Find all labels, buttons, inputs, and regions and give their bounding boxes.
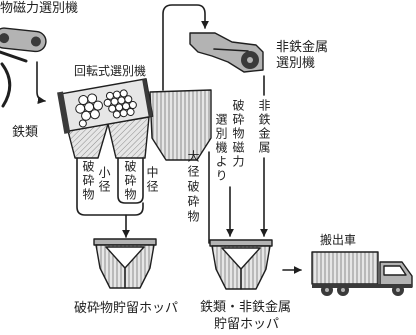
nonferrous-metal-label: 非鉄金属 — [257, 99, 271, 155]
hopper-inner — [105, 246, 145, 269]
truck-cargo-box — [311, 251, 379, 285]
from-magnetic-separator-label-col2: 選別機より — [214, 113, 228, 183]
medium-crushed-label-col2: 破砕物 — [123, 160, 137, 202]
medium-crushed-flow-line — [117, 157, 144, 204]
rotary-separator — [57, 78, 212, 161]
nonferrous-separator-label-line1: 非鉄金属 — [276, 40, 329, 55]
large-crushed-label: 大径破砕物 — [186, 150, 200, 225]
truck-chassis — [312, 284, 412, 288]
small-crushed-label-col1: 小径 — [97, 166, 111, 194]
carrier-truck-label: 搬出車 — [320, 233, 357, 247]
medium-crushed-label-col1: 中径 — [145, 166, 159, 194]
rotary-separator-label: 回転式選別機 — [74, 64, 147, 78]
magnetic-separator — [0, 27, 47, 63]
magnet-body — [0, 27, 47, 53]
small-crushed-label-col2: 破砕物 — [81, 160, 95, 202]
metal-hopper-label-line1: 鉄類・非鉄金属 — [200, 300, 292, 315]
magnetic-separator-label: 物磁力選別機 — [0, 1, 79, 16]
small-crushed-flow-line — [76, 157, 144, 216]
nonferrous-separator-belt — [213, 48, 249, 52]
hopper-rim — [209, 239, 273, 247]
crushed-hopper-label: 破砕物貯留ホッパ — [74, 301, 179, 316]
magnet-pulley-left — [0, 33, 10, 44]
rotor-hub — [247, 57, 253, 63]
truck-window — [383, 265, 407, 276]
drum-end-cap — [57, 91, 71, 134]
large-crushed-to-nonferrous-arrow — [162, 4, 209, 91]
from-magnetic-separator-label-col1: 破砕物磁力 — [231, 99, 245, 169]
nonferrous-separator-label-line2: 選別機 — [276, 56, 316, 71]
hopper-inner — [221, 247, 261, 270]
nonmagnetic-flow-line — [0, 62, 12, 108]
drum-end-ring — [142, 78, 153, 117]
feed-conveyor — [0, 50, 28, 63]
large-outlet-chute — [149, 89, 212, 161]
ferrous-label: 鉄類 — [12, 125, 39, 140]
metal-storage-hopper — [209, 239, 273, 290]
metal-hopper-label-line2: 貯留ホッパ — [214, 317, 280, 332]
crushed-storage-hopper — [93, 238, 157, 289]
drum-contents — [75, 89, 137, 128]
hopper-rim — [93, 238, 157, 246]
ferrous-flow-arrow — [36, 61, 46, 105]
magnet-pulley-right — [30, 36, 41, 47]
carrier-truck — [311, 251, 413, 296]
nonferrous-separator — [189, 32, 264, 73]
